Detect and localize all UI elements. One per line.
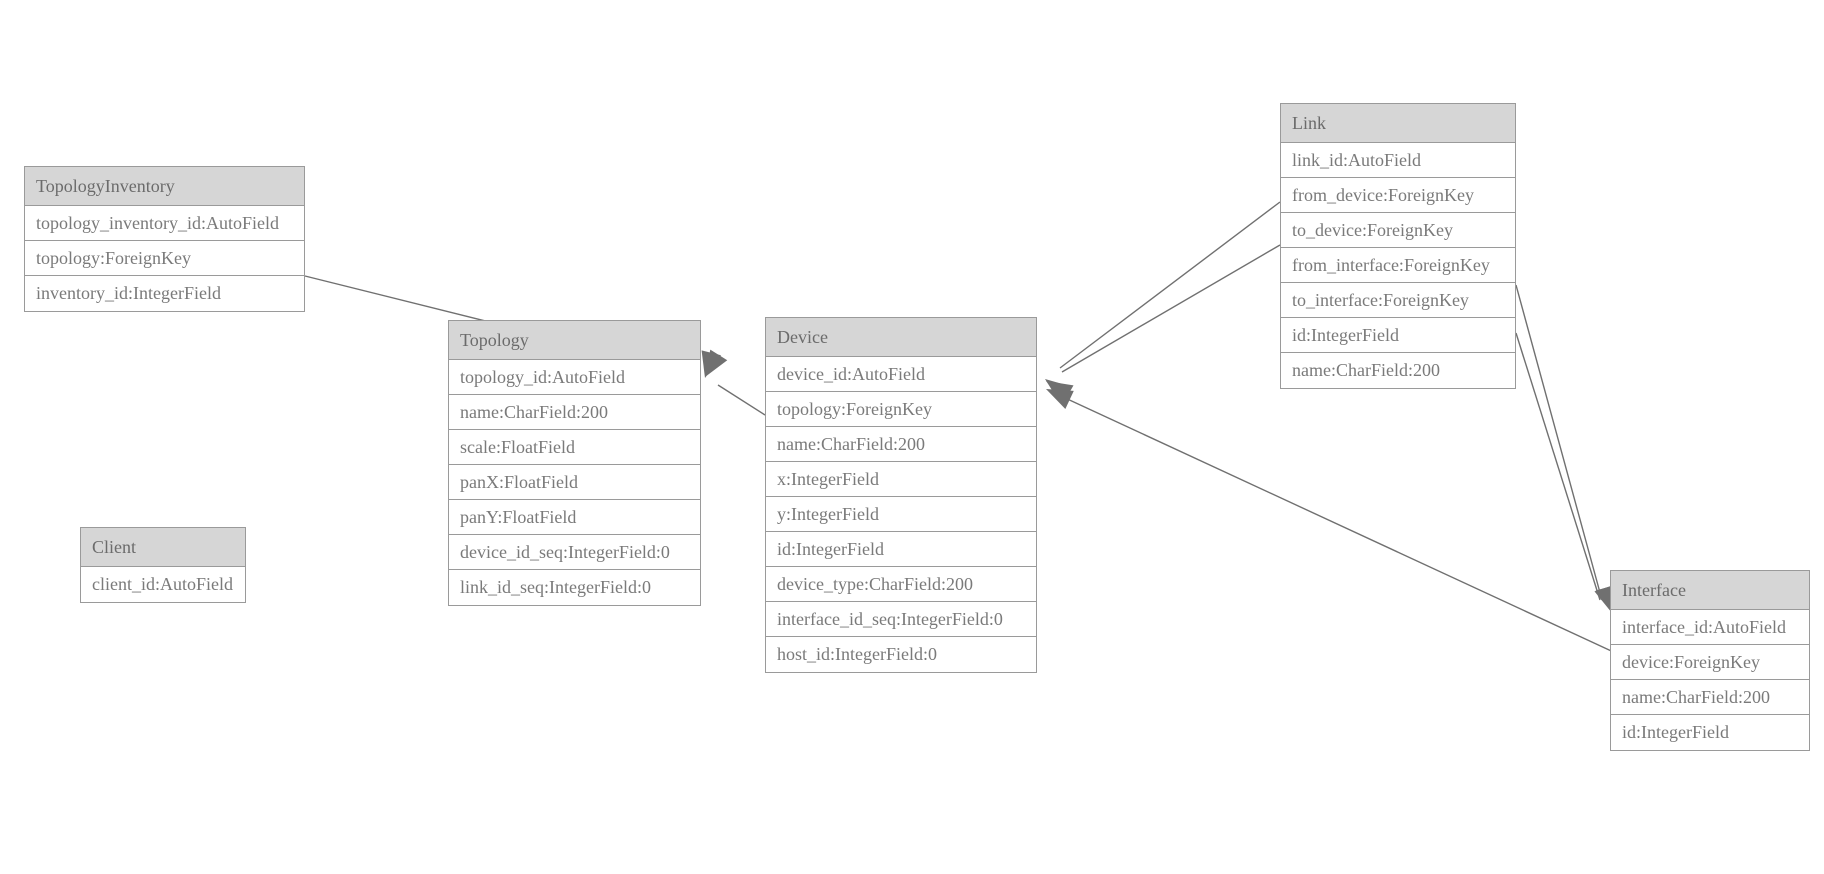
entity-title-link: Link <box>1281 104 1515 143</box>
entity-field-row: name:CharField:200 <box>1281 353 1515 388</box>
entity-field-row: interface_id:AutoField <box>1611 610 1809 645</box>
entity-field-row: from_interface:ForeignKey <box>1281 248 1515 283</box>
entity-field-row: host_id:IntegerField:0 <box>766 637 1036 672</box>
relationship-arrowhead <box>1045 379 1072 403</box>
relationship-arrowhead <box>705 349 728 377</box>
relationship-line <box>1062 396 1649 669</box>
relationship-interface-device <box>1046 389 1649 669</box>
entity-field-row: panY:FloatField <box>449 500 700 535</box>
entity-field-row: name:CharField:200 <box>449 395 700 430</box>
entity-field-row: id:IntegerField <box>1611 715 1809 750</box>
relationship-link-from-interface <box>1515 284 1615 613</box>
relationship-link-from-device <box>1045 201 1281 403</box>
relationship-line <box>1061 244 1281 373</box>
entity-field-row: device_type:CharField:200 <box>766 567 1036 602</box>
entity-title-topology-inventory: TopologyInventory <box>25 167 304 206</box>
entity-title-device: Device <box>766 318 1036 357</box>
relationship-device-topology <box>705 349 766 416</box>
entity-field-row: id:IntegerField <box>1281 318 1515 353</box>
entity-field-row: device_id:AutoField <box>766 357 1036 392</box>
entity-field-row: y:IntegerField <box>766 497 1036 532</box>
entity-field-row: link_id_seq:IntegerField:0 <box>449 570 700 605</box>
entity-field-row: from_device:ForeignKey <box>1281 178 1515 213</box>
relationship-line <box>1059 201 1281 369</box>
entity-field-row: scale:FloatField <box>449 430 700 465</box>
relationship-line <box>1515 284 1603 601</box>
entity-field-row: interface_id_seq:IntegerField:0 <box>766 602 1036 637</box>
entity-title-client: Client <box>81 528 245 567</box>
entity-field-row: topology_id:AutoField <box>449 360 700 395</box>
entity-title-interface: Interface <box>1611 571 1809 610</box>
relationship-link-to-interface <box>1515 332 1614 613</box>
entity-field-row: topology:ForeignKey <box>766 392 1036 427</box>
entity-field-row: inventory_id:IntegerField <box>25 276 304 311</box>
relationship-link-to-device <box>1046 244 1281 403</box>
entity-field-row: device_id_seq:IntegerField:0 <box>449 535 700 570</box>
entity-title-topology: Topology <box>449 321 700 360</box>
entity-field-row: link_id:AutoField <box>1281 143 1515 178</box>
entity-field-row: panX:FloatField <box>449 465 700 500</box>
entity-field-row: name:CharField:200 <box>1611 680 1809 715</box>
entity-field-row: device:ForeignKey <box>1611 645 1809 680</box>
entity-field-row: to_device:ForeignKey <box>1281 213 1515 248</box>
entity-field-row: topology_inventory_id:AutoField <box>25 206 304 241</box>
entity-field-row: x:IntegerField <box>766 462 1036 497</box>
relationship-line <box>717 384 766 416</box>
relationship-arrowhead <box>1046 389 1074 410</box>
entity-field-row: to_interface:ForeignKey <box>1281 283 1515 318</box>
relationship-arrowhead <box>1046 381 1074 403</box>
entity-field-row: client_id:AutoField <box>81 567 245 602</box>
entity-field-row: topology:ForeignKey <box>25 241 304 276</box>
relationship-line <box>1515 332 1601 601</box>
entity-field-row: id:IntegerField <box>766 532 1036 567</box>
entity-field-row: name:CharField:200 <box>766 427 1036 462</box>
